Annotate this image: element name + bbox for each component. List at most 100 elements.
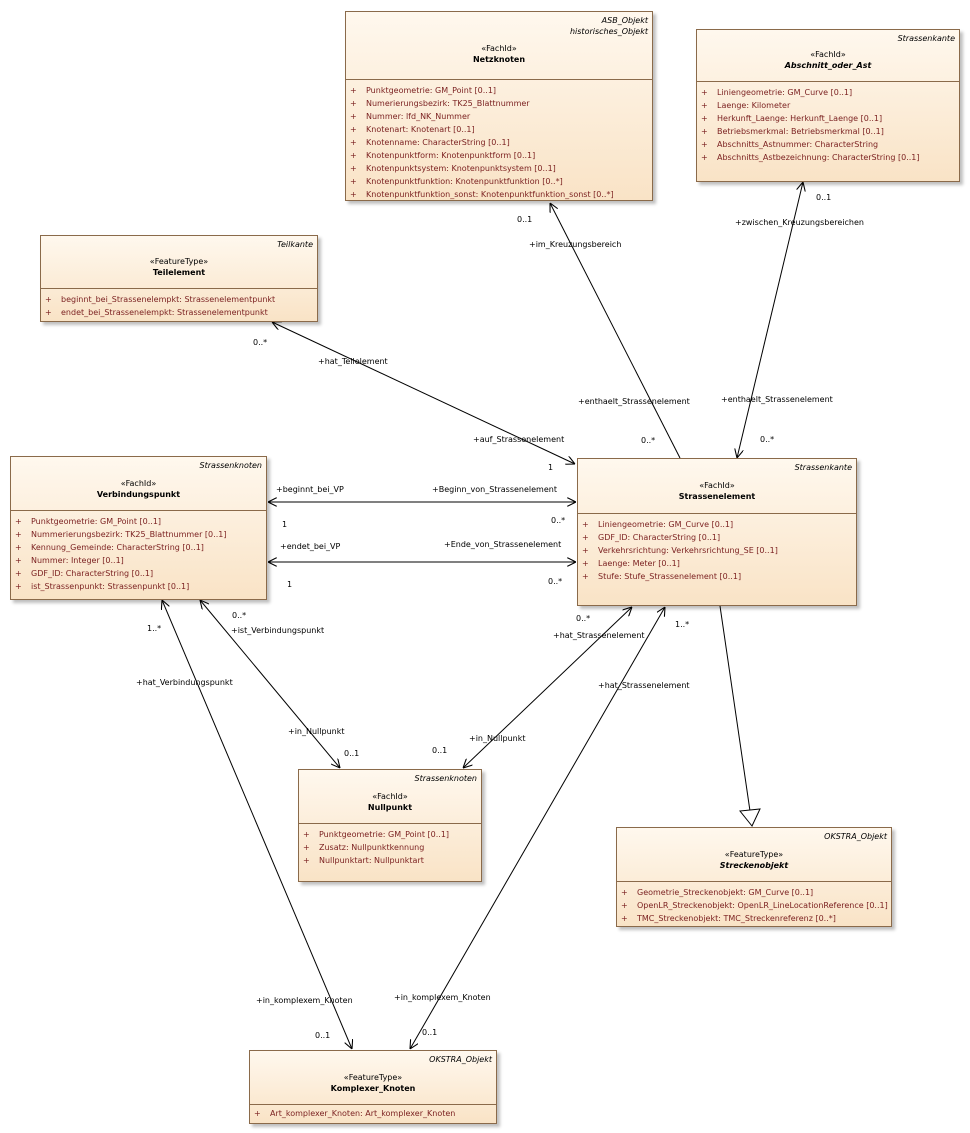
attribute[interactable]: +Betriebsmerkmal: Betriebsmerkmal [0..1] <box>701 127 884 136</box>
attribute[interactable]: +Abschnitts_Astnummer: CharacterString <box>701 140 879 149</box>
public-visibility-marker: + <box>15 569 22 578</box>
attribute[interactable]: +Abschnitts_Astbezeichnung: CharacterStr… <box>701 153 920 162</box>
generalization-arrowhead <box>739 808 761 827</box>
class-name: Abschnitt_oder_Ast <box>784 61 872 70</box>
role-label: +im_Kreuzungsbereich <box>529 240 622 249</box>
assoc-hat-strassenelement-komplex[interactable] <box>410 607 665 1049</box>
attribute[interactable]: +Verkehrsrichtung: Verkehrsrichtung_SE [… <box>582 546 778 555</box>
assoc-hat-teilelement[interactable] <box>272 322 575 464</box>
role-label: +in_komplexem_Knoten <box>256 996 353 1005</box>
class-header: Strassenknoten «FachId» Verbindungspunkt <box>11 457 266 511</box>
generalization-line[interactable] <box>719 605 751 812</box>
attribute[interactable]: +endet_bei_Strassenelempkt: Strassenelem… <box>45 308 268 317</box>
attribute[interactable]: +Knotenname: CharacterString [0..1] <box>350 138 510 147</box>
attribute[interactable]: +Punktgeometrie: GM_Point [0..1] <box>350 86 497 95</box>
multiplicity-label: 0..1 <box>344 749 360 758</box>
public-visibility-marker: + <box>582 520 589 529</box>
attribute-list: +Liniengeometrie: GM_Curve [0..1] +Laeng… <box>697 82 959 168</box>
role-label: +in_Nullpunkt <box>469 734 526 743</box>
public-visibility-marker: + <box>15 530 22 539</box>
multiplicity-label: 1 <box>282 520 288 529</box>
public-visibility-marker: + <box>582 533 589 542</box>
assoc-im-kreuzungsbereich[interactable] <box>550 203 681 459</box>
attribute[interactable]: +Stufe: Stufe_Strassenelement [0..1] <box>582 572 742 581</box>
attribute[interactable]: +Nummer: Integer [0..1] <box>15 556 124 565</box>
multiplicity-label: 1 <box>548 463 554 472</box>
attribute[interactable]: +Nullpunktart: Nullpunktart <box>303 856 424 865</box>
attribute[interactable]: +Herkunft_Laenge: Herkunft_Laenge [0..1] <box>701 114 883 123</box>
attribute[interactable]: +Knotenpunktsystem: Knotenpunktsystem [0… <box>350 164 556 173</box>
public-visibility-marker: + <box>701 140 708 149</box>
role-label: 0..1 <box>517 215 533 224</box>
public-visibility-marker: + <box>350 112 357 121</box>
role-label: +zwischen_Kreuzungsbereichen <box>735 218 864 227</box>
attribute[interactable]: +TMC_Streckenobjekt: TMC_Streckenreferen… <box>621 914 836 923</box>
public-visibility-marker: + <box>621 888 628 897</box>
attribute[interactable]: +OpenLR_Streckenobjekt: OpenLR_LineLocat… <box>621 901 888 910</box>
class-name: Verbindungspunkt <box>96 490 181 499</box>
public-visibility-marker: + <box>582 546 589 555</box>
attribute-list: +beginnt_bei_Strassenelempkt: Strassenel… <box>41 289 317 323</box>
public-visibility-marker: + <box>15 517 22 526</box>
multiplicity-label: 0..* <box>232 611 247 620</box>
stereotype-label: «FeatureType» <box>343 1073 403 1082</box>
public-visibility-marker: + <box>350 125 357 134</box>
attribute[interactable]: +Liniengeometrie: GM_Curve [0..1] <box>582 520 734 529</box>
class-netzknoten[interactable]: ASB_Objekt historisches_Objekt «FachId» … <box>345 11 653 201</box>
parent-class-label: ASB_Objekt <box>601 16 648 25</box>
public-visibility-marker: + <box>45 308 52 317</box>
public-visibility-marker: + <box>701 127 708 136</box>
class-verbindungspunkt[interactable]: Strassenknoten «FachId» Verbindungspunkt… <box>10 456 267 600</box>
attribute[interactable]: +Art_komplexer_Knoten: Art_komplexer_Kno… <box>254 1109 456 1118</box>
class-abschnitt-oder-ast[interactable]: Strassenkante «FachId» Abschnitt_oder_As… <box>696 29 960 182</box>
attribute[interactable]: +Zusatz: Nullpunktkennung <box>303 843 425 852</box>
attribute[interactable]: +ist_Strassenpunkt: Strassenpunkt [0..1] <box>15 582 190 591</box>
assoc-zwischen-kreuzungsbereichen[interactable] <box>737 182 803 458</box>
parent-class-label: OKSTRA_Objekt <box>824 832 887 841</box>
multiplicity-label: 0..* <box>641 436 656 445</box>
assoc-hat-verbindungspunkt[interactable] <box>162 600 352 1049</box>
attribute[interactable]: +GDF_ID: CharacterString [0..1] <box>582 533 721 542</box>
public-visibility-marker: + <box>254 1109 261 1118</box>
attribute[interactable]: +Nummer: lfd_NK_Nummer <box>350 112 471 121</box>
attribute[interactable]: +Geometrie_Streckenobjekt: GM_Curve [0..… <box>621 888 814 897</box>
public-visibility-marker: + <box>582 559 589 568</box>
attribute[interactable]: +Laenge: Meter [0..1] <box>582 559 680 568</box>
public-visibility-marker: + <box>701 88 708 97</box>
attribute[interactable]: +Numerierungsbezirk: TK25_Blattnummer <box>350 99 530 108</box>
attribute[interactable]: +Kennung_Gemeinde: CharacterString [0..1… <box>15 543 204 552</box>
public-visibility-marker: + <box>303 843 310 852</box>
public-visibility-marker: + <box>303 856 310 865</box>
role-label: +ist_Verbindungspunkt <box>231 626 325 635</box>
attribute[interactable]: +Punktgeometrie: GM_Point [0..1] <box>15 517 162 526</box>
role-label: +in_Nullpunkt <box>288 727 345 736</box>
class-komplexer-knoten[interactable]: OKSTRA_Objekt «FeatureType» Komplexer_Kn… <box>249 1050 497 1124</box>
stereotype-label: «FachId» <box>372 792 408 801</box>
attribute[interactable]: +Nummerierungsbezirk: TK25_Blattnummer [… <box>15 530 227 539</box>
class-nullpunkt[interactable]: Strassenknoten «FachId» Nullpunkt +Punkt… <box>298 769 482 882</box>
class-streckenobjekt[interactable]: OKSTRA_Objekt «FeatureType» Streckenobje… <box>616 827 892 927</box>
attribute-list: +Punktgeometrie: GM_Point [0..1] +Numeri… <box>346 80 652 205</box>
role-label: +endet_bei_VP <box>280 542 341 551</box>
attribute[interactable]: +Knotenpunktform: Knotenpunktform [0..1] <box>350 151 536 160</box>
role-label: +hat_Teilelement <box>318 357 388 366</box>
attribute[interactable]: +Knotenart: Knotenart [0..1] <box>350 125 475 134</box>
attribute-list: +Geometrie_Streckenobjekt: GM_Curve [0..… <box>617 882 891 929</box>
class-teilelement[interactable]: Teilkante «FeatureType» Teilelement +beg… <box>40 235 318 322</box>
role-label: +auf_Strassenelement <box>473 435 565 444</box>
attribute[interactable]: +beginnt_bei_Strassenelempkt: Strassenel… <box>45 295 276 304</box>
attribute[interactable]: +Knotenpunktfunktion_sonst: Knotenpunktf… <box>350 190 614 199</box>
class-header: OKSTRA_Objekt «FeatureType» Streckenobje… <box>617 828 891 882</box>
public-visibility-marker: + <box>350 164 357 173</box>
multiplicity-label: 1..* <box>147 624 162 633</box>
attribute[interactable]: +GDF_ID: CharacterString [0..1] <box>15 569 154 578</box>
multiplicity-label: 0..1 <box>432 746 448 755</box>
role-label: +Ende_von_Strassenelement <box>444 540 562 549</box>
stereotype-label: «FachId» <box>699 481 735 490</box>
public-visibility-marker: + <box>701 114 708 123</box>
attribute[interactable]: +Punktgeometrie: GM_Point [0..1] <box>303 830 450 839</box>
attribute[interactable]: +Knotenpunktfunktion: Knotenpunktfunktio… <box>350 177 563 186</box>
attribute[interactable]: +Laenge: Kilometer <box>701 101 791 110</box>
class-strassenelement[interactable]: Strassenkante «FachId» Strassenelement +… <box>577 458 857 606</box>
attribute[interactable]: +Liniengeometrie: GM_Curve [0..1] <box>701 88 853 97</box>
